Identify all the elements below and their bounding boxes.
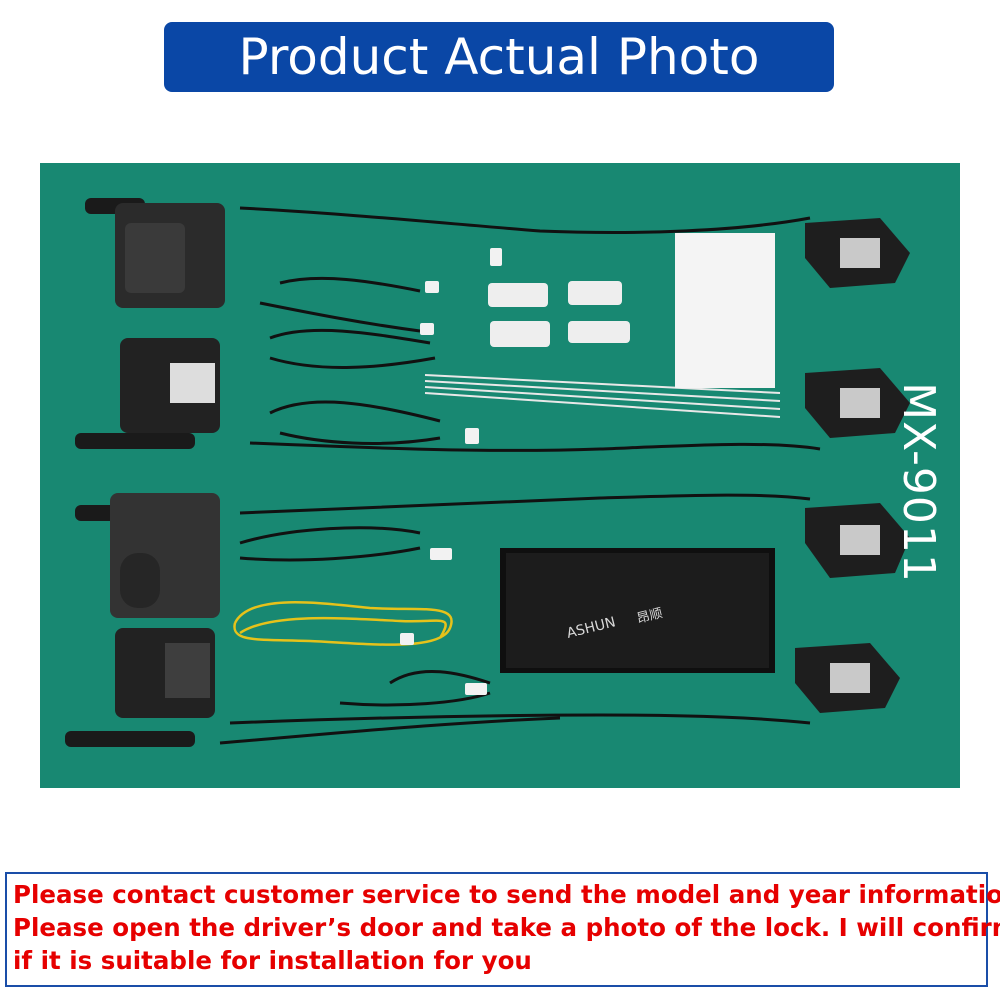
header-banner: Product Actual Photo [164, 22, 834, 92]
notice-line-3: if it is suitable for installation for y… [13, 946, 532, 975]
zip-ties [424, 374, 781, 418]
connectors [400, 248, 502, 695]
right-locks [795, 218, 910, 713]
notice-line-2: Please open the driver’s door and take a… [13, 913, 1000, 942]
notice-line-1: Please contact customer service to send … [13, 880, 1000, 909]
model-label: MX-9011 [888, 382, 948, 583]
product-photo: ASHUN 昂顺 MX-9011 [40, 163, 960, 788]
left-actuators [65, 198, 225, 747]
package-brand-cn: 昂顺 [635, 606, 664, 627]
notice-box: Please contact customer service to send … [5, 872, 1000, 987]
product-kit-illustration: ASHUN 昂顺 [65, 198, 910, 747]
model-code: MX-9011 [892, 381, 944, 583]
header-title: Product Actual Photo [238, 28, 760, 86]
yellow-wires [233, 601, 453, 646]
tape-pads [488, 281, 630, 347]
instruction-sheet [675, 233, 775, 388]
cables [219, 206, 821, 745]
